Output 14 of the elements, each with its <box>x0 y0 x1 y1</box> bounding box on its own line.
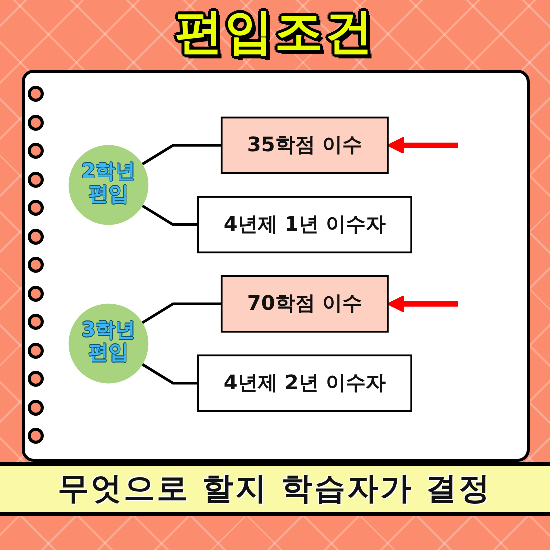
grade-circle: 2학년 편입 <box>68 145 149 226</box>
caption-banner: 무엇으로 할지 학습자가 결정 <box>0 462 550 516</box>
connector-line <box>142 204 198 226</box>
grade-circle: 3학년 편입 <box>68 304 149 384</box>
connector-line <box>142 144 222 166</box>
connector-line <box>142 302 222 324</box>
requirement-box: 70학점 이수 <box>220 275 389 333</box>
requirement-box: 35학점 이수 <box>220 116 389 174</box>
title: 편입조건 <box>175 3 375 62</box>
connector-line <box>142 363 198 385</box>
requirement-box: 4년제 2년 이수자 <box>197 354 412 412</box>
arrow <box>388 136 458 154</box>
arrow <box>388 295 458 313</box>
requirement-box: 4년제 1년 이수자 <box>197 196 412 254</box>
